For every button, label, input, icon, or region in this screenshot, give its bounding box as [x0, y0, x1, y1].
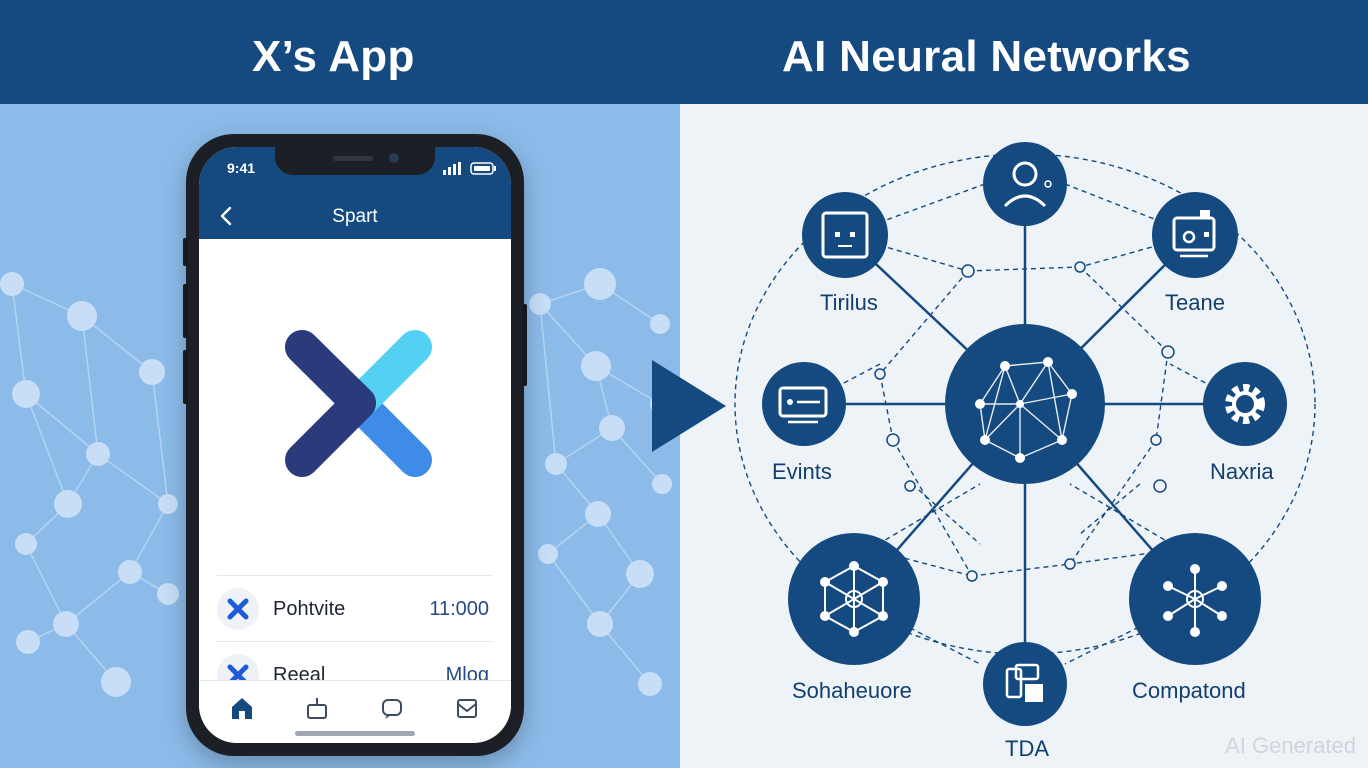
node-label-naxria: Naxria — [1210, 459, 1274, 484]
tab-gallery[interactable] — [452, 693, 482, 723]
chevron-left-icon — [220, 206, 232, 226]
background-network-pattern — [0, 268, 672, 697]
phone-mockup: 9:41 Spart — [183, 134, 527, 756]
phone-side-button — [183, 284, 188, 338]
left-heading: X’s App — [252, 32, 415, 81]
x-logo — [285, 330, 432, 477]
phone-power-button — [522, 304, 527, 386]
node-label-evints: Evints — [772, 459, 832, 484]
gallery-icon — [457, 699, 477, 718]
signal-battery-icon — [443, 162, 496, 175]
monitor-node — [1152, 192, 1238, 278]
card-node — [762, 362, 846, 446]
node-label-tirilus: Tirilus — [820, 290, 878, 315]
ai-generated-watermark: AI Generated — [1225, 733, 1356, 758]
nav-bar: Spart — [199, 193, 511, 239]
home-icon — [232, 698, 252, 719]
phone-screen: 9:41 Spart — [199, 147, 511, 743]
user-node — [983, 142, 1067, 226]
phone-side-button — [183, 238, 188, 266]
node-label-compatond: Compatond — [1132, 678, 1246, 703]
back-button[interactable] — [213, 202, 241, 230]
device-node — [983, 642, 1067, 726]
home-indicator — [295, 731, 415, 736]
play-arrow-icon — [652, 360, 726, 452]
x-mark-icon — [217, 588, 259, 630]
gear-node — [1203, 362, 1287, 446]
neural-network-diagram — [734, 142, 1316, 726]
bag-icon — [307, 698, 327, 719]
app-logo-area — [199, 239, 511, 539]
tab-chat[interactable] — [377, 693, 407, 723]
right-heading: AI Neural Networks — [782, 32, 1191, 81]
tab-bag[interactable] — [302, 693, 332, 723]
node-label-tda: TDA — [1005, 736, 1049, 761]
network-node-right — [1129, 533, 1261, 665]
list-item[interactable]: Pohtvite 11:000 — [217, 575, 493, 642]
node-label-teane: Teane — [1165, 290, 1225, 315]
center-hub-node — [945, 324, 1105, 484]
phone-side-button — [183, 350, 188, 404]
list-item-label: Pohtvite — [273, 598, 346, 620]
header-bar: X’s App AI Neural Networks — [0, 0, 1368, 104]
list-item-value: 11:000 — [429, 598, 489, 620]
right-panel: Tirilus Teane Evints Naxria Sohaheuore C… — [680, 104, 1368, 768]
face-node — [802, 192, 888, 278]
nav-title: Spart — [332, 206, 378, 227]
network-node-left — [788, 533, 920, 665]
node-label-sohaheuore: Sohaheuore — [792, 678, 912, 703]
phone-notch — [275, 147, 435, 175]
chat-icon — [382, 699, 402, 719]
tab-home[interactable] — [227, 693, 257, 723]
status-time: 9:41 — [227, 160, 256, 176]
